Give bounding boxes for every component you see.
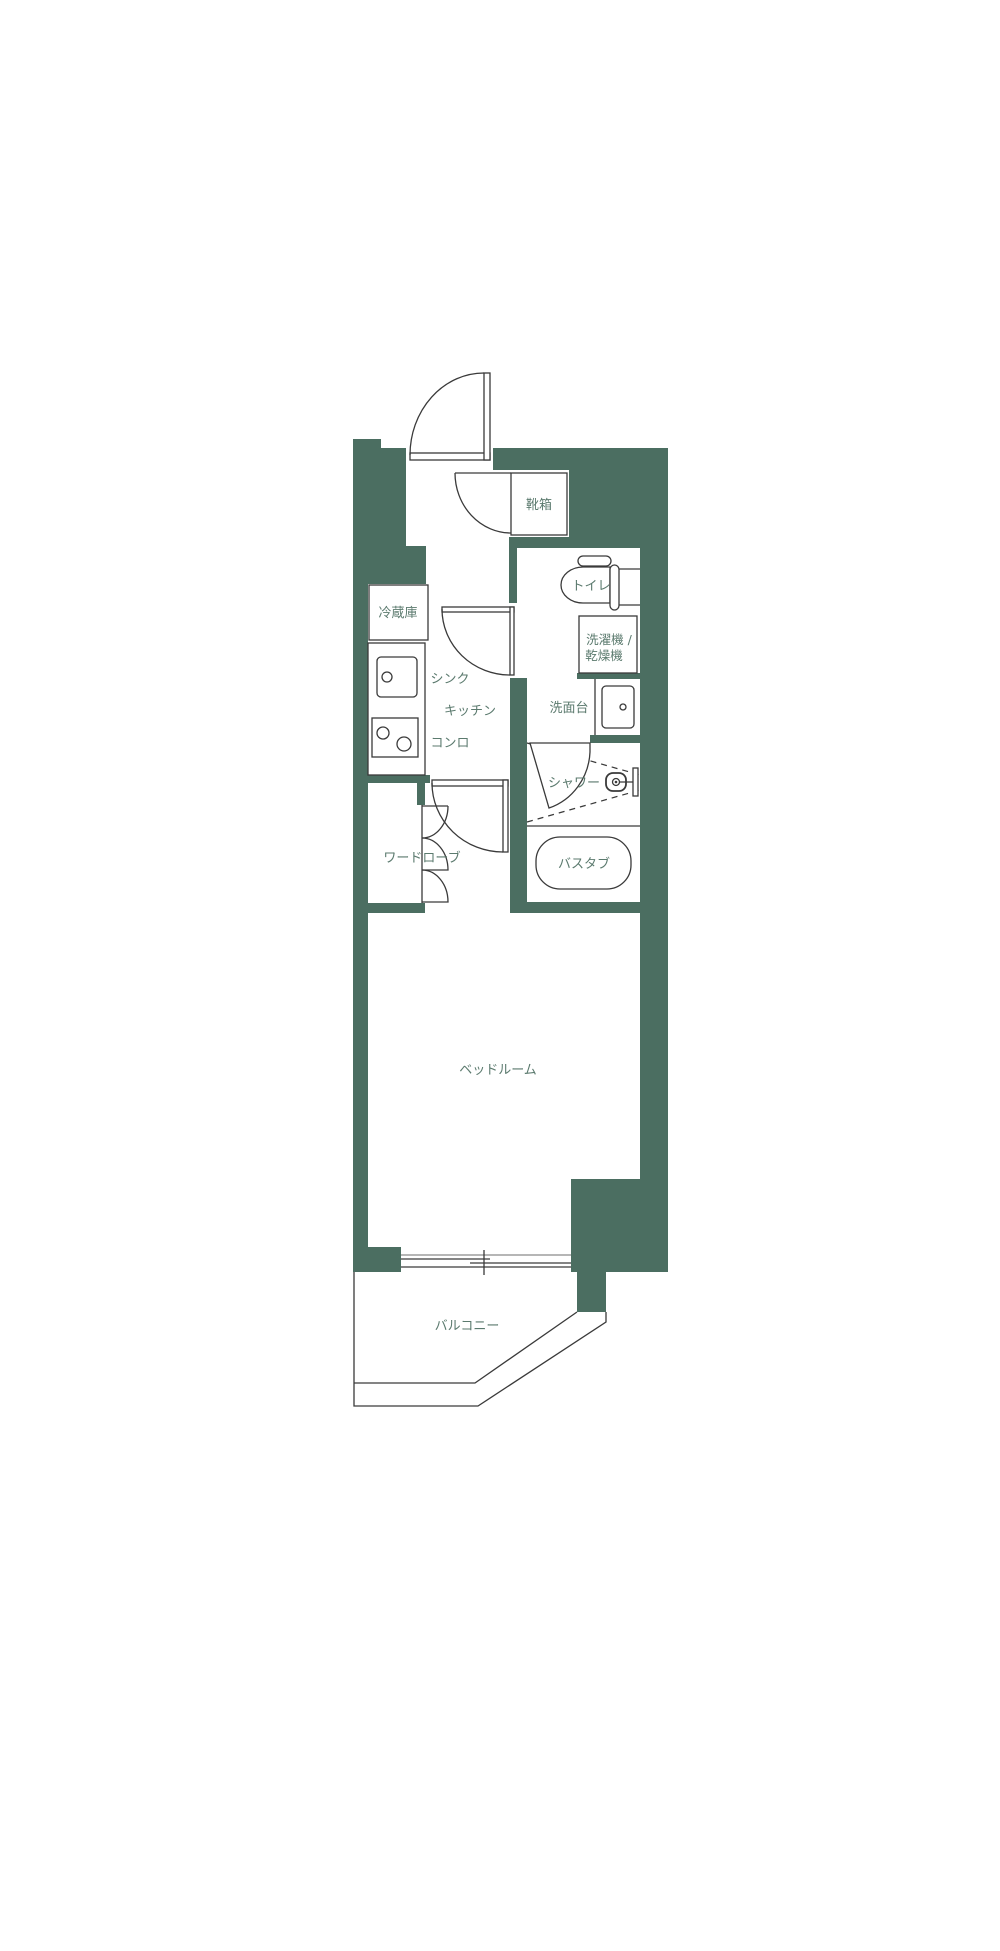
kitchen: 冷蔵庫 シンク キッチン コンロ xyxy=(367,584,496,776)
wardrobe-label: ワードローブ xyxy=(383,850,460,866)
toilet: トイレ xyxy=(560,555,640,611)
stove-label: コンロ xyxy=(430,736,469,751)
shower: シャワー xyxy=(526,742,641,823)
washer-label-1: 洗濯機 / xyxy=(586,632,632,647)
walls xyxy=(353,439,668,1312)
bedroom-label: ベッドルーム xyxy=(459,1063,537,1078)
shoe-box: 靴箱 xyxy=(454,472,568,536)
bathtub: バスタブ xyxy=(527,825,640,890)
wall-right-upper xyxy=(493,448,668,1272)
wall-bath-left xyxy=(510,678,527,913)
bathtub-label: バスタブ xyxy=(558,856,610,872)
entry-door[interactable] xyxy=(409,372,491,461)
refrigerator-label: 冷蔵庫 xyxy=(378,606,417,621)
washer-dryer: 洗濯機 / 乾燥機 xyxy=(578,615,638,674)
wall-wardrobe-bottom xyxy=(353,903,425,913)
wall-bath-bottom xyxy=(513,902,640,913)
balcony-label: バルコニー xyxy=(435,1319,500,1334)
wall-wardrobe-top xyxy=(368,775,430,783)
bedroom-door[interactable] xyxy=(431,779,509,853)
shower-label: シャワー xyxy=(548,776,600,791)
wall-balcony-pillar xyxy=(577,1272,606,1312)
wall-left-upper xyxy=(353,439,426,1272)
shoe-box-label: 靴箱 xyxy=(526,497,552,513)
balcony-window[interactable] xyxy=(401,1250,571,1275)
sink-basin xyxy=(376,656,418,698)
stove xyxy=(371,717,419,758)
sink-label: シンク xyxy=(430,672,469,687)
wall-vanity-bottom xyxy=(590,735,640,743)
wall-washer-partition xyxy=(577,673,640,679)
balcony: バルコニー xyxy=(353,1272,607,1407)
wall-wardrobe-stub xyxy=(417,783,425,805)
wardrobe: ワードローブ xyxy=(383,805,461,903)
vanity: 洗面台 xyxy=(549,679,635,735)
washstand-label: 洗面台 xyxy=(549,701,588,716)
toilet-label: トイレ xyxy=(571,579,610,594)
washer-label-2: 乾燥機 xyxy=(585,648,623,663)
refrigerator xyxy=(368,584,429,641)
washroom-door[interactable] xyxy=(441,606,515,676)
kitchen-label: キッチン xyxy=(444,704,496,719)
